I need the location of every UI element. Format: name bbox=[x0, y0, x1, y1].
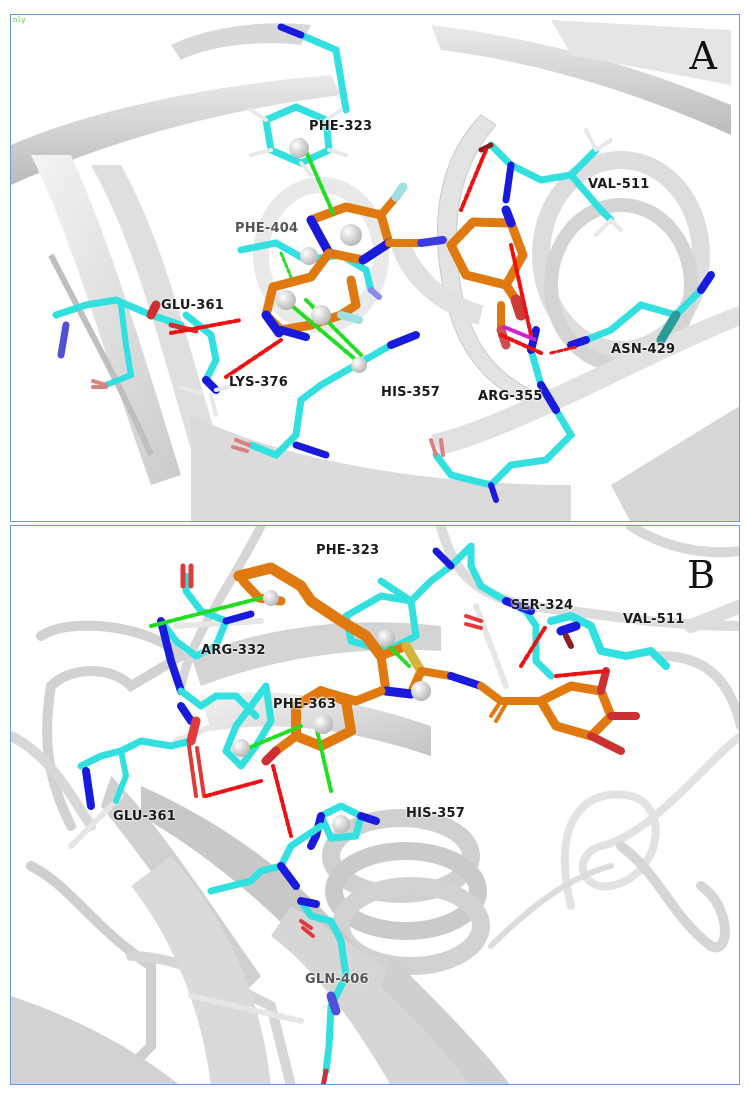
panel-a: nly A PHE-323 VAL-511 PHE-404 GLU-361 LY… bbox=[10, 14, 740, 522]
panel-letter-a: A bbox=[689, 34, 717, 78]
ligand-sticks bbox=[233, 562, 640, 766]
panel-b: B PHE-323 SER-324 VAL-511 ARG-332 PHE-36… bbox=[10, 525, 740, 1085]
residue-label-asn-429: ASN-429 bbox=[611, 342, 676, 357]
residue-label-his-357: HIS-357 bbox=[381, 385, 441, 400]
ligand-sticks bbox=[261, 182, 528, 350]
panel-a-molecular-view bbox=[11, 20, 739, 521]
viewer-corner-tag: nly bbox=[13, 16, 26, 24]
residue-label-val-511: VAL-511 bbox=[623, 612, 685, 627]
residue-label-phe-323: PHE-323 bbox=[309, 119, 373, 134]
protein-cartoon bbox=[11, 20, 739, 521]
residue-label-arg-355: ARG-355 bbox=[478, 389, 543, 404]
residue-label-val-511: VAL-511 bbox=[588, 177, 650, 192]
residue-label-glu-361: GLU-361 bbox=[161, 298, 224, 313]
residue-label-lys-376: LYS-376 bbox=[229, 375, 288, 390]
residue-label-gln-406: GLN-406 bbox=[305, 972, 369, 987]
residue-label-glu-361: GLU-361 bbox=[113, 809, 176, 824]
ring-centroids bbox=[276, 138, 367, 373]
residue-label-phe-363: PHE-363 bbox=[273, 697, 337, 712]
ring-centroids bbox=[232, 590, 431, 833]
residue-label-arg-332: ARG-332 bbox=[201, 643, 266, 658]
residue-label-phe-404: PHE-404 bbox=[235, 221, 299, 236]
interaction-lines bbox=[149, 596, 608, 838]
panel-letter-b: B bbox=[687, 553, 715, 597]
panel-b-molecular-view bbox=[11, 526, 739, 1084]
residue-sticks bbox=[77, 542, 670, 1084]
residue-label-ser-324: SER-324 bbox=[511, 598, 574, 613]
residue-label-phe-323: PHE-323 bbox=[316, 543, 380, 558]
residue-label-his-357: HIS-357 bbox=[406, 806, 466, 821]
